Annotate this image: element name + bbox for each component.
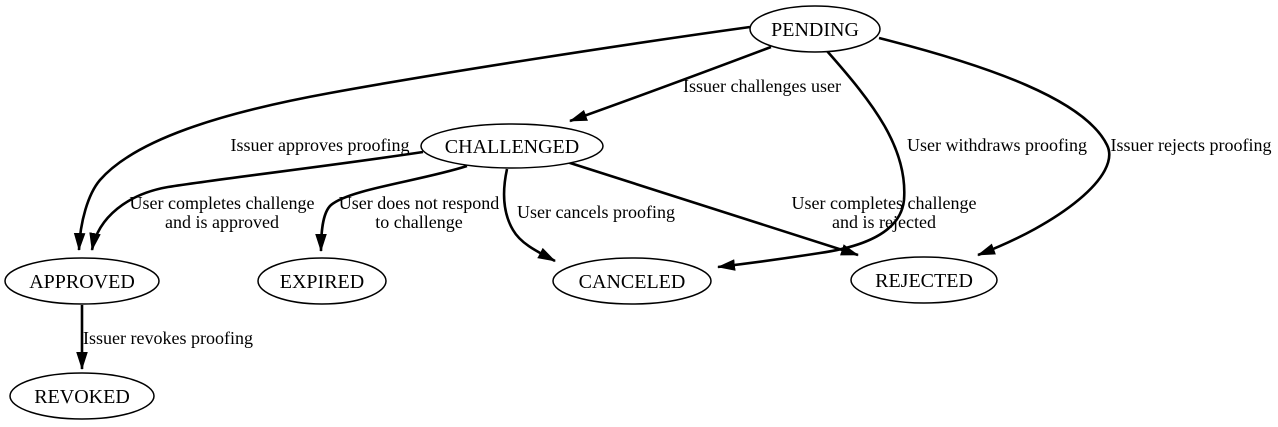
edge-challenged-rejected-label-line1: User completes challenge (792, 193, 977, 213)
node-pending-shape (749, 5, 881, 53)
edge-pending-approved-path (73, 25, 751, 251)
edge-challenged-approved-path (89, 150, 424, 251)
edge-challenged-expired-label-line1: User does not respond (339, 193, 499, 213)
node-challenged-shape (420, 123, 604, 169)
node-canceled-label: CANCELED (579, 271, 686, 293)
node-approved-shape (4, 257, 160, 305)
edge-pending-canceled-label: User withdraws proofing (907, 135, 1087, 155)
edge-challenged-rejected-path (566, 160, 859, 257)
node-expired-label: EXPIRED (280, 271, 364, 293)
node-pending-label: PENDING (771, 19, 859, 41)
node-revoked-label: REVOKED (34, 386, 130, 408)
node-rejected: REJECTED (850, 256, 998, 304)
edge-pending-approved-label: Issuer approves proofing (231, 135, 410, 155)
edge-challenged-approved-label-line2: and is approved (165, 212, 279, 232)
node-canceled: CANCELED (552, 257, 712, 305)
node-rejected-shape (850, 256, 998, 304)
edge-pending-rejected-label: Issuer rejects proofing (1111, 135, 1272, 155)
edge-pending-canceled-path (717, 50, 906, 271)
edge-challenged-expired-path (315, 164, 468, 252)
node-expired-shape (257, 257, 387, 305)
node-challenged: CHALLENGED (420, 123, 604, 169)
node-approved: APPROVED (4, 257, 160, 305)
edge-challenged-canceled-path (502, 168, 556, 263)
node-revoked: REVOKED (9, 372, 155, 420)
node-rejected-label: REJECTED (875, 270, 973, 292)
edge-approved-revoked-label: Issuer revokes proofing (83, 328, 253, 348)
edge-challenged-canceled-label: User cancels proofing (517, 202, 675, 222)
node-expired: EXPIRED (257, 257, 387, 305)
node-canceled-shape (552, 257, 712, 305)
edge-pending-challenged-path (569, 45, 772, 123)
edge-challenged-approved-label-line1: User completes challenge (130, 193, 315, 213)
edge-pending-rejected-path (878, 36, 1111, 257)
node-pending: PENDING (749, 5, 881, 53)
node-challenged-label: CHALLENGED (445, 136, 579, 158)
edge-pending-challenged-label: Issuer challenges user (683, 76, 841, 96)
node-revoked-shape (9, 372, 155, 420)
edge-challenged-expired-label-line2: to challenge (375, 212, 462, 232)
node-approved-label: APPROVED (29, 271, 135, 293)
edge-challenged-rejected-label-line2: and is rejected (832, 212, 936, 232)
